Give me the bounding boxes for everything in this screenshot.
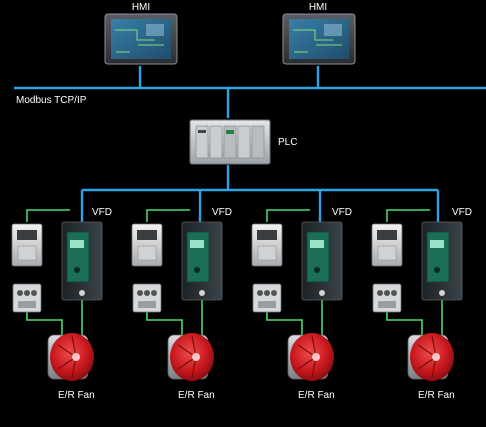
fan-label-4: E/R Fan	[418, 390, 455, 401]
drive-chains: VFD E/R Fan VFD E/R Fan VFD E/R Fan VFD E/R Fan	[11, 207, 472, 401]
vfd-display	[190, 240, 204, 248]
overload-face	[378, 301, 396, 308]
overload-terminal	[151, 290, 157, 296]
network-wiring	[14, 66, 486, 222]
hmi-panel-1: HMI	[104, 2, 178, 65]
vfd-terminal	[199, 290, 205, 296]
overload-terminal	[137, 290, 143, 296]
drive-chain-2: VFD E/R Fan	[131, 207, 232, 401]
vfd-label-1: VFD	[92, 207, 112, 218]
overload-terminal	[264, 290, 270, 296]
overload-terminal	[391, 290, 397, 296]
fan-hub	[192, 353, 200, 361]
contactor-control-wire	[266, 209, 310, 222]
overload-terminal	[271, 290, 277, 296]
vfd-knob	[434, 267, 440, 273]
fan-hub	[72, 353, 80, 361]
overload-wire	[26, 312, 63, 335]
plc-rack: PLC	[189, 119, 297, 165]
drive-chain-4: VFD E/R Fan	[371, 207, 472, 401]
hmi-panel-2: HMI	[282, 2, 356, 65]
overload-terminal	[384, 290, 390, 296]
vfd-front-panel	[426, 231, 450, 283]
vfd-knob	[194, 267, 200, 273]
contactor-face	[137, 245, 157, 261]
vfd-display	[310, 240, 324, 248]
vfd-label-2: VFD	[212, 207, 232, 218]
contactor-terminal	[257, 230, 277, 240]
vfd-terminal	[439, 290, 445, 296]
contactor-control-wire	[386, 209, 430, 222]
vfd-front-panel	[66, 231, 90, 283]
overload-wire	[146, 312, 183, 335]
overload-face	[258, 301, 276, 308]
vfd-knob	[314, 267, 320, 273]
vfd-knob	[74, 267, 80, 273]
fan-hub	[312, 353, 320, 361]
drive-chain-1: VFD E/R Fan	[11, 207, 112, 401]
fan-label-1: E/R Fan	[58, 390, 95, 401]
contactor-face	[257, 245, 277, 261]
vfd-terminal	[319, 290, 325, 296]
vfd-label-4: VFD	[452, 207, 472, 218]
contactor-face	[377, 245, 397, 261]
fan-label-3: E/R Fan	[298, 390, 335, 401]
overload-terminal	[257, 290, 263, 296]
network-label: Modbus TCP/IP	[16, 95, 87, 106]
vfd-display	[70, 240, 84, 248]
contactor-terminal	[17, 230, 37, 240]
overload-terminal	[17, 290, 23, 296]
fan-hub	[432, 353, 440, 361]
vfd-front-panel	[186, 231, 210, 283]
overload-terminal	[377, 290, 383, 296]
contactor-terminal	[137, 230, 157, 240]
overload-terminal	[31, 290, 37, 296]
vfd-display	[430, 240, 444, 248]
overload-wire	[266, 312, 303, 335]
contactor-control-wire	[26, 209, 70, 222]
contactor-terminal	[377, 230, 397, 240]
contactor-control-wire	[146, 209, 190, 222]
hmi-label-2: HMI	[309, 2, 327, 13]
overload-face	[138, 301, 156, 308]
fan-label-2: E/R Fan	[178, 390, 215, 401]
vfd-front-panel	[306, 231, 330, 283]
overload-terminal	[24, 290, 30, 296]
overload-wire	[386, 312, 423, 335]
contactor-face	[17, 245, 37, 261]
overload-face	[18, 301, 36, 308]
overload-terminal	[144, 290, 150, 296]
vfd-label-3: VFD	[332, 207, 352, 218]
plc-label: PLC	[278, 137, 297, 148]
hmi-label-1: HMI	[132, 2, 150, 13]
vfd-terminal	[79, 290, 85, 296]
drive-chain-3: VFD E/R Fan	[251, 207, 352, 401]
